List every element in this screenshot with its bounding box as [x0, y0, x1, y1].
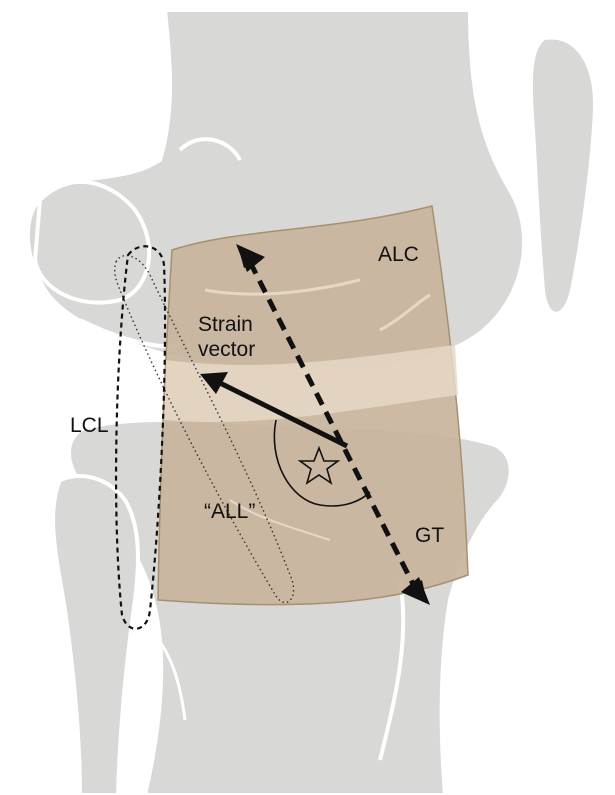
gt-label: GT	[415, 523, 444, 548]
strain-vector-label: Strain vector	[198, 312, 255, 362]
strain-label-line1: Strain	[198, 312, 255, 337]
lcl-label: LCL	[70, 413, 109, 438]
fibula-bone	[53, 476, 138, 795]
all-label: “ALL”	[204, 499, 255, 524]
patella-bone	[533, 39, 593, 311]
strain-label-line2: vector	[198, 337, 255, 362]
alc-label: ALC	[378, 242, 419, 267]
